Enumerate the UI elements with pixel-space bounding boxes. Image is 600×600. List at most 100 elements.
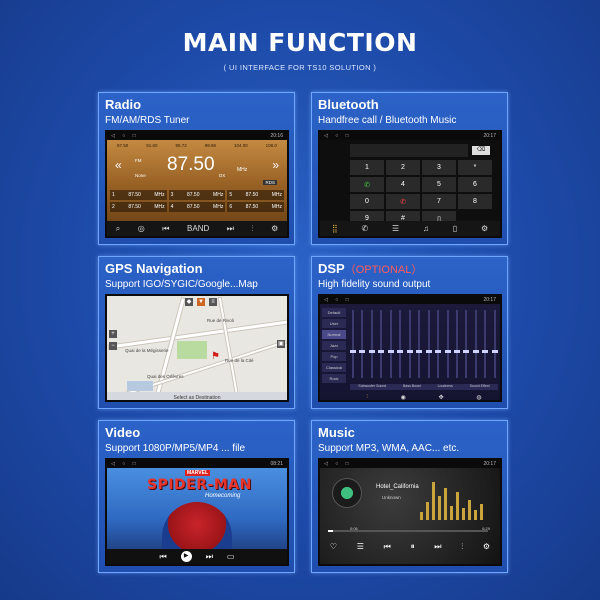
subwoofer-toggle[interactable]: Subwoofer Sound [358,384,387,388]
eq-preset[interactable]: User [322,319,346,328]
pause-icon[interactable]: ⏸ [410,542,415,551]
dial-key[interactable]: 2 [386,160,420,175]
eq-band-slider[interactable] [368,310,375,378]
next-icon[interactable]: ⏭ [205,551,213,561]
eq-band-slider[interactable] [416,310,423,378]
zoom-in-icon[interactable]: + [109,330,117,338]
eq-preset[interactable]: Pop [322,352,346,361]
eq-band-slider[interactable] [472,310,479,378]
hang-up-icon[interactable]: ✆ [386,194,420,209]
dialpad-icon[interactable]: ⣿ [331,224,338,233]
eq-preset[interactable]: Jazz [322,341,346,350]
backspace-icon[interactable]: ⌫ [472,146,490,155]
next-icon[interactable]: ⏭ [226,223,234,233]
speaker-icon[interactable]: ◉ [400,395,406,401]
search-icon[interactable]: ⌕ [115,223,121,233]
sound-effect-toggle[interactable]: Sound Effect [469,384,490,388]
previous-icon[interactable]: ⏮ [162,223,170,233]
nav-icons[interactable]: ◁ ○ □ [324,133,352,139]
equalizer-icon[interactable]: ⫶ [366,394,368,400]
zoom-out-icon[interactable]: − [109,342,117,350]
eq-band-slider[interactable] [425,310,432,378]
call-icon[interactable]: ✆ [350,177,384,192]
settings-icon[interactable]: ⚙ [480,224,489,233]
dial-key[interactable]: 4 [386,177,420,192]
radio-screen: ◁ ○ □ 20:16 87.50 91.60 95.72 99.86 104.… [105,130,289,238]
bt-music-icon[interactable]: ♫ [422,224,429,233]
equalizer-icon[interactable]: ⫶ [461,542,464,551]
radio-card: Radio FM/AM/RDS Tuner ◁ ○ □ 20:16 87.50 … [98,92,295,245]
nav-icons[interactable]: ◁ ○ □ [324,461,352,467]
settings-icon[interactable]: ⚙ [271,224,279,233]
progress-bar[interactable] [328,530,488,532]
scan-icon[interactable]: ◎ [137,224,145,233]
dial-key[interactable]: 1 [350,160,384,175]
select-destination-button[interactable]: Select as Destination [107,392,287,400]
eq-band-slider[interactable] [444,310,451,378]
call-log-icon[interactable]: ✆ [361,224,369,233]
previous-icon[interactable]: ⏮ [383,542,391,551]
eq-band-slider[interactable] [463,310,470,378]
dial-key[interactable]: 8 [458,194,492,209]
compass-icon[interactable]: ◆ [185,298,193,306]
eq-band-slider[interactable] [491,310,498,378]
dial-key[interactable]: 6 [458,177,492,192]
eq-band-slider[interactable] [359,310,366,378]
nav-icons[interactable]: ◁ ○ □ [324,297,352,303]
settings-icon[interactable]: ⚙ [482,542,491,551]
previous-icon[interactable]: ⏮ [159,551,167,561]
play-icon[interactable]: ▶ [180,551,192,562]
seek-forward-icon[interactable]: » [272,158,279,172]
dial-key[interactable]: * [458,160,492,175]
spectrum-visualizer [420,480,490,520]
nav-icons[interactable]: ◁ ○ □ [111,133,139,139]
balance-icon[interactable]: ✥ [438,395,444,401]
movie-poster-figure [162,502,232,553]
layers-icon[interactable]: ▣ [277,340,285,348]
eq-preset[interactable]: Normal [322,330,346,339]
status-bar: ◁ ○ □ 08:21 [107,460,287,468]
destination-pin-icon[interactable]: ⚑ [211,351,220,362]
next-icon[interactable]: ⏭ [434,542,442,551]
video-player[interactable]: MARVEL SPIDER-MAN Homecoming [107,468,287,553]
map-screen[interactable]: Quai de la Mégisserie Rue de Rivoli Quai… [105,294,289,402]
favorite-icon[interactable]: ♡ [329,542,338,551]
device-icon[interactable]: ▯ [452,224,458,233]
eq-band-slider[interactable] [350,310,356,378]
map-view[interactable]: Quai de la Mégisserie Rue de Rivoli Quai… [107,296,287,400]
equalizer-icon[interactable]: ⫶ [251,223,254,233]
dial-key[interactable]: 0 [350,194,384,209]
eq-preset[interactable]: Classical [322,363,346,372]
bass-boost-toggle[interactable]: Bass Boost [403,384,421,388]
nav-icons[interactable]: ◁ ○ □ [111,461,139,467]
screen-icon[interactable]: ▭ [226,552,235,561]
dial-key[interactable]: 3 [422,160,456,175]
loudness-toggle[interactable]: Loudness [437,384,453,388]
preset-frequency: 87.50 [245,192,259,198]
band-button[interactable]: BAND [187,224,210,233]
pin-icon[interactable]: ▼ [197,298,205,306]
gps-title: GPS Navigation [105,261,203,276]
dial-key[interactable]: 7 [422,194,456,209]
eq-preset[interactable]: Default [322,308,346,317]
eq-preset[interactable]: Rock [322,374,346,383]
menu-icon[interactable]: ≡ [209,298,217,306]
dial-key[interactable]: 5 [422,177,456,192]
eq-band-slider[interactable] [453,310,460,378]
eq-band-slider[interactable] [482,310,489,378]
eq-band-slider[interactable] [435,310,442,378]
eq-band-slider[interactable] [378,310,385,378]
seek-back-icon[interactable]: « [115,158,122,172]
volume-icon[interactable]: ◍ [476,395,482,401]
eq-band-slider[interactable] [397,310,404,378]
eq-band-slider[interactable] [406,310,413,378]
contacts-icon[interactable]: ☰ [392,224,400,233]
eq-band-slider[interactable] [387,310,394,378]
playlist-icon[interactable]: ☰ [356,542,364,551]
